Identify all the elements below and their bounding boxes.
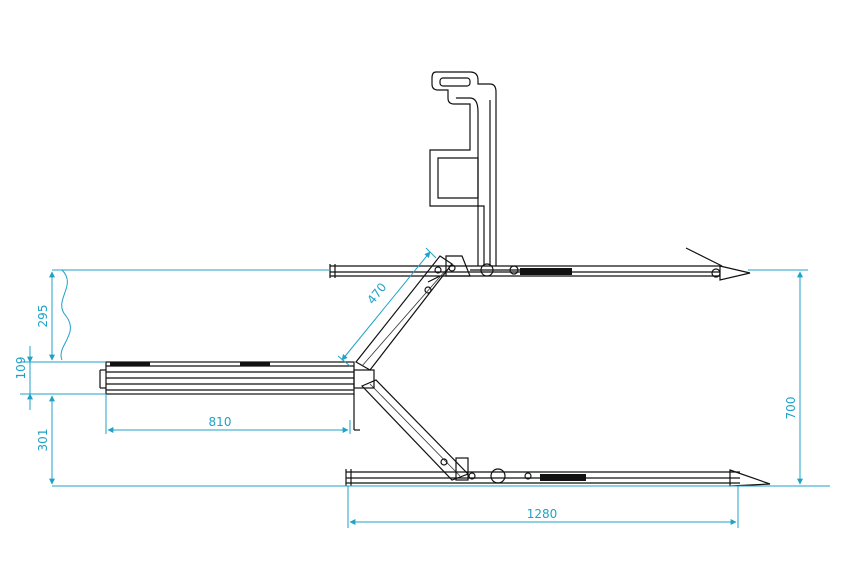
mechanism bbox=[99, 71, 771, 487]
dimensions: 295 109 301 470 810 bbox=[14, 247, 830, 528]
upper-hinge bbox=[445, 255, 520, 277]
dim-label-470: 470 bbox=[364, 280, 389, 307]
dim-label-295: 295 bbox=[36, 305, 50, 328]
dimension-700: 700 bbox=[784, 271, 803, 485]
dim-label-700: 700 bbox=[784, 397, 798, 420]
upper-rail bbox=[329, 247, 751, 281]
dimension-295: 295 bbox=[36, 271, 55, 361]
dim-label-1280: 1280 bbox=[527, 507, 558, 521]
lower-strut bbox=[360, 379, 470, 481]
dimension-301: 301 bbox=[36, 395, 55, 485]
upper-strut bbox=[355, 255, 453, 371]
dimension-810: 810 bbox=[105, 394, 351, 434]
dimension-109: 109 bbox=[14, 346, 33, 410]
dim-label-810: 810 bbox=[209, 415, 232, 429]
folded-platform bbox=[99, 361, 375, 431]
handle-frame bbox=[429, 71, 497, 277]
dim-label-301: 301 bbox=[36, 429, 50, 452]
dimension-1280: 1280 bbox=[347, 486, 739, 528]
dim-label-109: 109 bbox=[14, 357, 28, 380]
lower-rail bbox=[345, 468, 771, 487]
